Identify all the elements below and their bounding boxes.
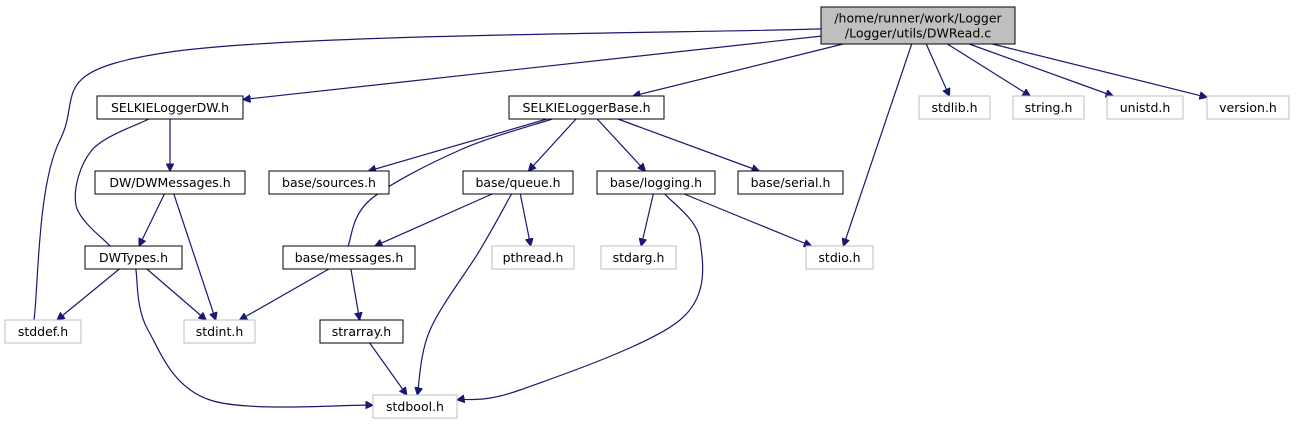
edge-dwmessages-to-stdint <box>173 193 216 320</box>
node-sources[interactable]: base/sources.h <box>268 170 390 195</box>
node-label: DW/DWMessages.h <box>109 175 230 190</box>
node-box <box>918 95 991 120</box>
node-selkieloggerbase[interactable]: SELKIELoggerBase.h <box>508 95 665 120</box>
node-box <box>491 245 575 270</box>
node-label: stdio.h <box>818 250 860 265</box>
node-label: base/sources.h <box>282 175 376 190</box>
edge-messages-to-strarray <box>350 268 360 320</box>
edge-selkieloggerbase-to-serial <box>617 118 759 171</box>
node-box <box>1106 95 1184 120</box>
node-label: /home/runner/work/Logger <box>834 11 1002 26</box>
nodes-layer: /home/runner/work/Logger/Logger/utils/DW… <box>4 6 1290 419</box>
edge-root-to-unistd <box>968 43 1113 96</box>
node-box <box>820 6 1016 45</box>
node-box <box>462 170 574 195</box>
node-dwmessages[interactable]: DW/DWMessages.h <box>94 170 246 195</box>
edge-dwtypes-to-stddef <box>57 268 120 320</box>
node-label: unistd.h <box>1120 100 1171 115</box>
node-label: version.h <box>1219 100 1277 115</box>
node-label: strarray.h <box>332 324 391 339</box>
node-label: /Logger/utils/DWRead.c <box>845 26 991 41</box>
edge-logging-to-stdio <box>683 193 811 246</box>
edge-selkieloggerbase-to-logging <box>596 118 645 171</box>
node-label: base/logging.h <box>610 175 702 190</box>
node-box <box>282 245 416 270</box>
node-strarray[interactable]: strarray.h <box>319 319 404 344</box>
edge-strarray-to-stdbool <box>369 342 407 395</box>
edge-logging-to-stdbool <box>457 193 704 400</box>
node-box <box>319 319 404 344</box>
node-box <box>268 170 390 195</box>
edge-messages-to-stdint <box>240 268 330 320</box>
edge-dwtypes-to-stdbool <box>135 268 373 407</box>
edge-queue-to-pthread <box>519 193 530 246</box>
node-label: base/serial.h <box>751 175 831 190</box>
node-label: stdlib.h <box>931 100 977 115</box>
node-string: string.h <box>1012 95 1085 120</box>
edge-logging-to-stdarg <box>641 193 654 246</box>
node-stdint: stdint.h <box>183 319 256 344</box>
node-box <box>737 170 844 195</box>
node-pthread: pthread.h <box>491 245 575 270</box>
node-label: base/messages.h <box>295 250 404 265</box>
node-serial[interactable]: base/serial.h <box>737 170 844 195</box>
node-label: stdarg.h <box>613 250 665 265</box>
node-stdio: stdio.h <box>805 245 874 270</box>
node-label: base/queue.h <box>475 175 560 190</box>
node-label: stdbool.h <box>386 399 444 414</box>
node-stdlib: stdlib.h <box>918 95 991 120</box>
node-label: stdint.h <box>196 324 244 339</box>
edge-root-to-stdio <box>843 43 913 246</box>
node-box <box>96 95 244 120</box>
edge-dwtypes-to-stdint <box>146 268 206 320</box>
node-version: version.h <box>1206 95 1290 120</box>
node-root[interactable]: /home/runner/work/Logger/Logger/utils/DW… <box>820 6 1016 45</box>
node-box <box>1206 95 1290 120</box>
node-dwtypes[interactable]: DWTypes.h <box>84 245 183 270</box>
node-queue[interactable]: base/queue.h <box>462 170 574 195</box>
node-box <box>1012 95 1085 120</box>
edge-selkieloggerbase-to-sources <box>369 118 548 171</box>
node-box <box>94 170 246 195</box>
node-stdbool: stdbool.h <box>372 394 458 419</box>
edge-root-to-version <box>992 43 1208 97</box>
node-label: stddef.h <box>18 324 68 339</box>
node-logging[interactable]: base/logging.h <box>596 170 716 195</box>
node-box <box>4 319 82 344</box>
edge-root-to-string <box>947 43 1030 96</box>
edge-root-to-stddef <box>32 28 822 334</box>
node-box <box>84 245 183 270</box>
node-box <box>600 245 677 270</box>
edge-selkieloggerbase-to-queue <box>529 118 577 171</box>
node-box <box>372 394 458 419</box>
edge-root-to-selkieloggerbase <box>633 43 844 96</box>
node-box <box>508 95 665 120</box>
edge-queue-to-stdbool <box>417 193 513 395</box>
edge-root-to-stdlib <box>925 43 949 96</box>
node-messages[interactable]: base/messages.h <box>282 245 416 270</box>
node-stdarg: stdarg.h <box>600 245 677 270</box>
node-label: DWTypes.h <box>99 250 168 265</box>
node-box <box>805 245 874 270</box>
edge-root-to-selkieloggerdw <box>243 35 822 99</box>
node-label: SELKIELoggerDW.h <box>111 100 229 115</box>
node-label: pthread.h <box>503 250 564 265</box>
node-label: SELKIELoggerBase.h <box>522 100 650 115</box>
edge-queue-to-messages <box>375 193 493 246</box>
node-box <box>183 319 256 344</box>
node-selkieloggerdw[interactable]: SELKIELoggerDW.h <box>96 95 244 120</box>
node-stddef: stddef.h <box>4 319 82 344</box>
node-unistd: unistd.h <box>1106 95 1184 120</box>
edges-layer <box>32 28 1208 407</box>
edge-dwmessages-to-dwtypes <box>139 193 165 246</box>
node-box <box>596 170 716 195</box>
node-label: string.h <box>1025 100 1073 115</box>
